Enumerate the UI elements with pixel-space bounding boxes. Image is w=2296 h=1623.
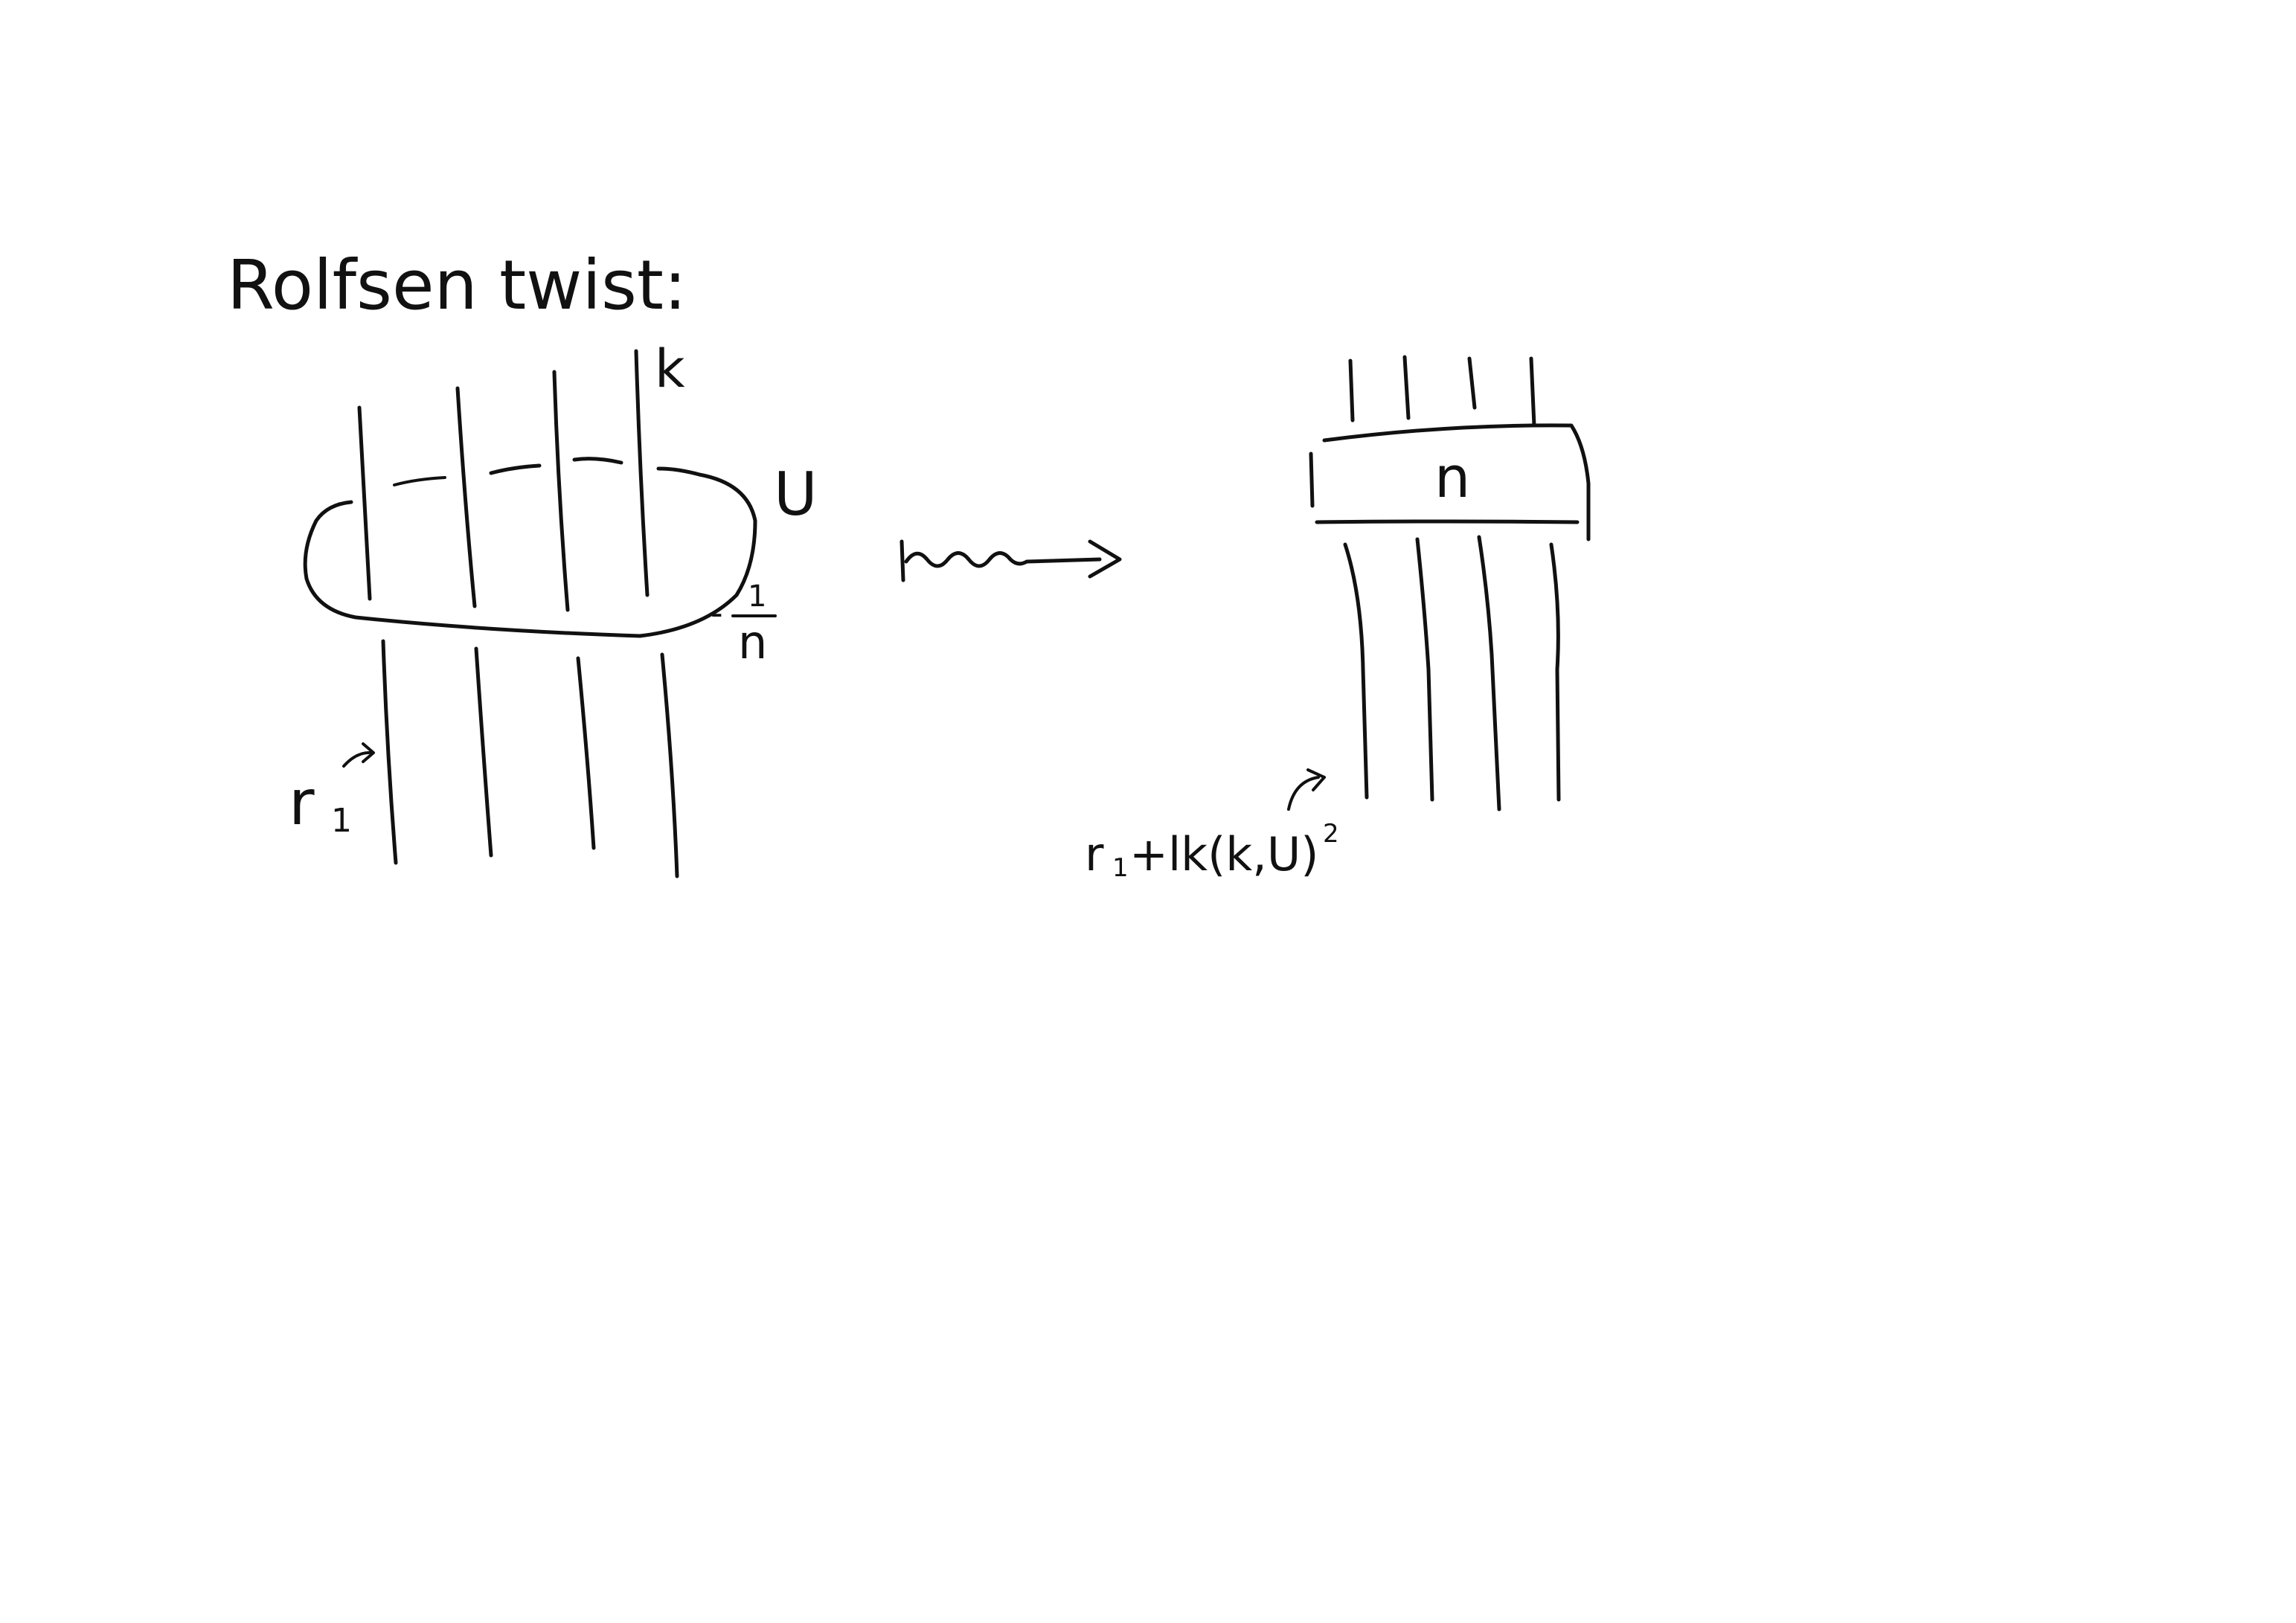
right-strand-4-bottom [1549, 542, 1561, 802]
strand-1-upper [357, 405, 372, 601]
right-framing-exponent: 2 [1323, 819, 1339, 849]
surgery-denominator: n [738, 615, 767, 669]
unknot-back-arc-2 [489, 463, 542, 475]
strand-label-k: k [655, 338, 685, 399]
right-strand-1-bottom [1343, 542, 1369, 800]
arrow-wavy-shaft [904, 551, 1102, 568]
wavy-implies-arrow [900, 539, 1122, 582]
unknot-u [303, 466, 757, 638]
strand-3-lower [576, 656, 596, 850]
strand-4-lower [660, 652, 679, 878]
right-framing-pointer-arrowhead [1306, 768, 1326, 791]
twist-box-top-right [1322, 423, 1591, 541]
right-strand-2-top [1402, 355, 1411, 420]
right-framing-pointer-arrow [1287, 776, 1320, 811]
right-strand-1-top [1348, 359, 1355, 422]
framing-label-left: r 1 [289, 742, 375, 840]
strand-3-upper [552, 370, 570, 612]
twist-box-bottom [1315, 519, 1580, 524]
arrow-tail-bar [900, 539, 905, 582]
arrow-head [1088, 539, 1122, 579]
right-framing-subscript: 1 [1112, 853, 1129, 883]
right-framing-r: r [1085, 827, 1104, 881]
surgery-sign: - [711, 593, 723, 633]
framing-label-right: r 1 +lk(k,U) 2 [1085, 819, 1339, 883]
strand-2-lower [474, 646, 493, 858]
surgery-coefficient: - 1 n [711, 579, 777, 669]
framing-subscript: 1 [331, 802, 352, 840]
strand-4-upper [634, 349, 650, 597]
diagram-title: Rolfsen twist: [227, 245, 687, 325]
svg-text:k: k [655, 338, 685, 399]
unknot-back-arc-3 [572, 457, 623, 465]
unknot-label-u: U [774, 460, 818, 529]
framing-pointer-arrowhead [362, 742, 375, 763]
right-framing-plus-lk: +lk(k,U) [1129, 827, 1318, 881]
surgery-numerator: 1 [748, 579, 766, 614]
right-strand-4-top [1529, 356, 1536, 428]
right-diagram: n r 1 +lk(k,U) 2 [1085, 355, 1591, 883]
left-diagram: k U - 1 n r 1 [289, 338, 818, 878]
right-strand-2-bottom [1415, 537, 1434, 802]
unknot-back-arc-1 [393, 476, 446, 486]
strand-2-upper [455, 386, 477, 608]
strand-1-lower [381, 639, 398, 865]
twist-box-label: n [1434, 444, 1470, 510]
right-strand-3-bottom [1477, 535, 1501, 812]
framing-pointer-arrow [342, 751, 373, 768]
right-strand-3-top [1467, 356, 1477, 410]
twist-box-left [1309, 451, 1315, 508]
framing-r: r [289, 766, 315, 839]
